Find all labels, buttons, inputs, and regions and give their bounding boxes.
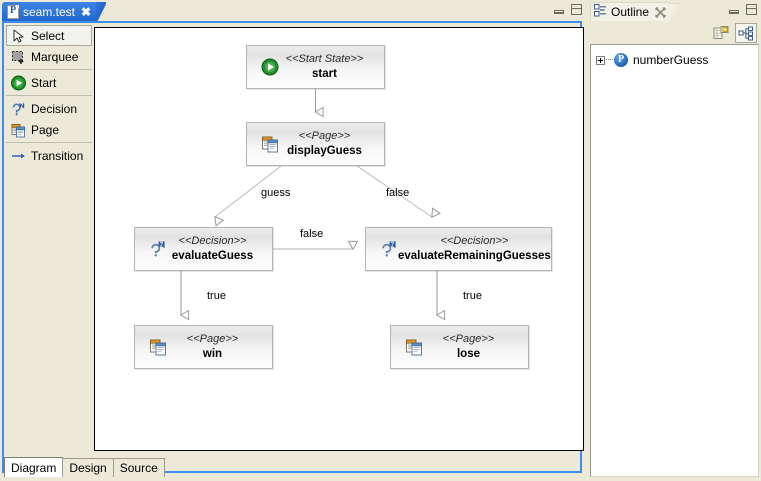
- node-name: evaluateRemainingGuesses: [398, 249, 551, 262]
- cursor-arrow-icon: [10, 28, 27, 44]
- editor-bottom-tabs: Diagram Design Source: [4, 455, 165, 477]
- editor-window-buttons: [554, 4, 582, 15]
- node-stereotype: <<Page>>: [442, 332, 495, 345]
- node-name: start: [312, 67, 337, 80]
- page-window-icon: [149, 338, 167, 356]
- diagram-node-start[interactable]: <<Start State>> start: [246, 45, 385, 89]
- palette-group-transition: Transition: [6, 145, 92, 166]
- edge-label-false-display-evalrem: false: [386, 187, 410, 199]
- node-name: win: [202, 347, 223, 360]
- tab-source[interactable]: Source: [112, 458, 165, 477]
- palette-separator: [6, 95, 92, 96]
- diagram-connectors: [179, 89, 446, 321]
- outline-tab-label: Outline: [611, 5, 650, 19]
- outline-tree-item-label: numberGuess: [633, 53, 709, 67]
- close-icon[interactable]: ✖: [81, 5, 92, 19]
- palette-item-label: Page: [31, 122, 60, 137]
- node-stereotype: <<Start State>>: [285, 52, 364, 65]
- outline-tree-icon: [594, 4, 607, 20]
- palette-item-page[interactable]: Page: [6, 119, 92, 140]
- page-window-icon: [10, 122, 27, 138]
- svg-text:?: ?: [160, 242, 164, 248]
- outline-tab-slant-decoration: [669, 3, 681, 23]
- palette-item-transition[interactable]: Transition: [6, 145, 92, 166]
- outline-tree-item-numberguess[interactable]: P numberGuess: [591, 51, 758, 69]
- page-window-icon: [261, 135, 279, 153]
- node-stereotype: <<Page>>: [298, 129, 351, 142]
- tree-connector-line: [606, 59, 613, 61]
- diagram-node-evaluateremainingguesses[interactable]: ? <<Decision>> evaluateRemainingGuesses: [365, 227, 552, 271]
- outline-tree[interactable]: P numberGuess: [590, 44, 759, 477]
- editor-tab-strip: seam.test ✖: [0, 0, 586, 22]
- expand-icon[interactable]: [596, 55, 605, 65]
- svg-text:?: ?: [391, 242, 395, 248]
- node-name: lose: [456, 347, 480, 360]
- palette-separator: [6, 142, 92, 143]
- diagram-node-text: <<Page>> displayGuess: [279, 130, 370, 158]
- decision-question-icon: ?: [10, 101, 27, 117]
- diagram-node-text: <<Start State>> start: [279, 53, 370, 81]
- palette-item-decision[interactable]: ? Decision: [6, 98, 92, 119]
- edge-label-false-eval-evalrem: false: [300, 228, 324, 240]
- diagram-node-displayguess[interactable]: <<Page>> displayGuess: [246, 122, 385, 166]
- marquee-select-icon: [10, 49, 27, 65]
- edge-label-true-win: true: [207, 290, 226, 302]
- outline-toolbar: [588, 22, 761, 44]
- diagram-node-text: <<Page>> win: [167, 333, 258, 361]
- palette-item-label: Transition: [31, 148, 84, 163]
- palette-item-select[interactable]: Select: [6, 25, 92, 46]
- editor-area: seam.test ✖ Select: [0, 0, 586, 481]
- palette: Select Marquee: [6, 25, 92, 450]
- outline-tab-strip: Outline: [588, 0, 761, 23]
- palette-item-label: Start: [31, 75, 57, 90]
- diagram-node-text: <<Decision>> evaluateRemainingGuesses: [398, 235, 551, 263]
- palette-separator: [6, 69, 92, 70]
- editor-tab-label: seam.test: [23, 5, 76, 19]
- blue-p-circle-icon: P: [614, 53, 628, 67]
- outline-tab[interactable]: Outline: [590, 2, 681, 23]
- green-play-icon: [10, 75, 27, 91]
- maximize-icon[interactable]: [746, 4, 757, 15]
- node-name: displayGuess: [287, 144, 362, 157]
- page-file-icon: [7, 5, 19, 19]
- tab-design[interactable]: Design: [62, 458, 114, 477]
- edge-label-guess: guess: [261, 187, 291, 199]
- close-icon[interactable]: [655, 6, 666, 18]
- green-play-icon: [261, 58, 279, 76]
- minimize-icon[interactable]: [729, 6, 739, 14]
- palette-item-label: Select: [31, 28, 65, 43]
- tab-slant-decoration: [96, 2, 107, 22]
- edge-label-true-lose: true: [463, 290, 482, 302]
- diagram-node-text: <<Decision>> evaluateGuess: [167, 235, 258, 263]
- diagram-node-lose[interactable]: <<Page>> lose: [390, 325, 529, 369]
- svg-text:?: ?: [20, 103, 23, 109]
- palette-item-start[interactable]: Start: [6, 72, 92, 93]
- diagram-canvas[interactable]: <<Start State>> start <<Page>> displayGu…: [94, 27, 584, 451]
- decision-question-icon: ?: [380, 240, 398, 258]
- show-tree-icon[interactable]: [735, 23, 757, 43]
- diagram-node-win[interactable]: <<Page>> win: [134, 325, 273, 369]
- palette-item-label: Marquee: [31, 49, 79, 64]
- node-name: evaluateGuess: [171, 249, 254, 262]
- palette-group-tools: Select Marquee: [6, 25, 92, 67]
- tab-diagram[interactable]: Diagram: [4, 457, 64, 477]
- outline-window-buttons: [729, 4, 757, 15]
- minimize-icon[interactable]: [554, 6, 564, 14]
- palette-item-marquee[interactable]: Marquee: [6, 46, 92, 67]
- maximize-icon[interactable]: [571, 4, 582, 15]
- diagram-node-text: <<Page>> lose: [423, 333, 514, 361]
- palette-group-nodes: ? Decision Page: [6, 98, 92, 140]
- show-properties-icon[interactable]: [710, 23, 732, 43]
- editor-tab-seam-test[interactable]: seam.test ✖: [2, 2, 107, 22]
- diagram-node-evaluateguess[interactable]: ? <<Decision>> evaluateGuess: [134, 227, 273, 271]
- node-stereotype: <<Decision>>: [178, 234, 247, 247]
- node-stereotype: <<Page>>: [186, 332, 239, 345]
- node-stereotype: <<Decision>>: [440, 234, 509, 247]
- palette-group-start: Start: [6, 72, 92, 93]
- transition-arrow-icon: [10, 148, 27, 164]
- decision-question-icon: ?: [149, 240, 167, 258]
- page-window-icon: [405, 338, 423, 356]
- outline-view: Outline: [588, 0, 761, 481]
- palette-item-label: Decision: [31, 101, 78, 116]
